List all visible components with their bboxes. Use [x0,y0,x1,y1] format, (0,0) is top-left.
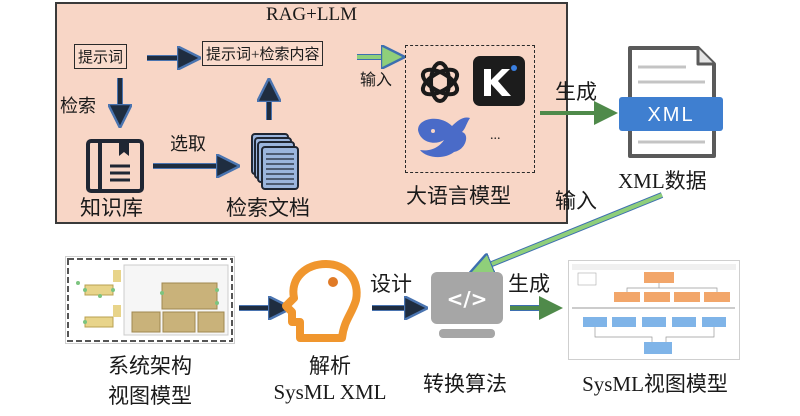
retrieved-documents-icon [251,133,299,190]
sysml-caption: SysML视图模型 [582,372,728,396]
llm-input-label: 输入 [360,72,393,89]
deepseek-whale-icon [418,117,470,158]
retrieve-label: 检索 [60,96,96,116]
arch-caption-line2: 视图模型 [108,384,192,408]
arrow-xml-to-algorithm [477,192,664,270]
generate-sysml-label: 生成 [508,272,550,296]
xml-file-icon: XML [619,46,723,158]
input-to-algorithm-label: 输入 [555,189,597,213]
prompt-box: 提示词 [74,44,128,69]
code-monitor-icon: </> [431,272,503,338]
parser-head-icon [282,260,361,342]
arch-caption-line1: 系统架构 [108,354,192,378]
sysml-diagram-thumbnail [572,264,736,354]
llm-label: 大语言模型 [406,184,511,208]
retrieved-docs-label: 检索文档 [226,196,310,220]
openai-icon [420,61,460,103]
rag-llm-title: RAG+LLM [266,4,357,25]
prompt-plus-retrieval-box: 提示词+检索内容 [202,41,324,66]
algorithm-caption: 转换算法 [423,372,507,396]
knowledge-base-icon [86,139,144,193]
design-label: 设计 [370,272,412,296]
select-label: 选取 [170,134,206,154]
parse-caption-line1: 解析 [309,354,351,378]
system-architecture-diagram-thumbnail [67,258,233,342]
more-models-ellipsis: ... [490,128,501,143]
xml-badge-text: XML [647,104,694,126]
generate-xml-label: 生成 [555,80,597,104]
parse-caption-line2: SysML XML [273,380,387,404]
kimi-icon [473,56,525,106]
code-glyph: </> [447,287,488,311]
llm-group [405,45,535,173]
xml-data-caption: XML数据 [618,169,707,193]
knowledge-base-label: 知识库 [80,196,143,220]
